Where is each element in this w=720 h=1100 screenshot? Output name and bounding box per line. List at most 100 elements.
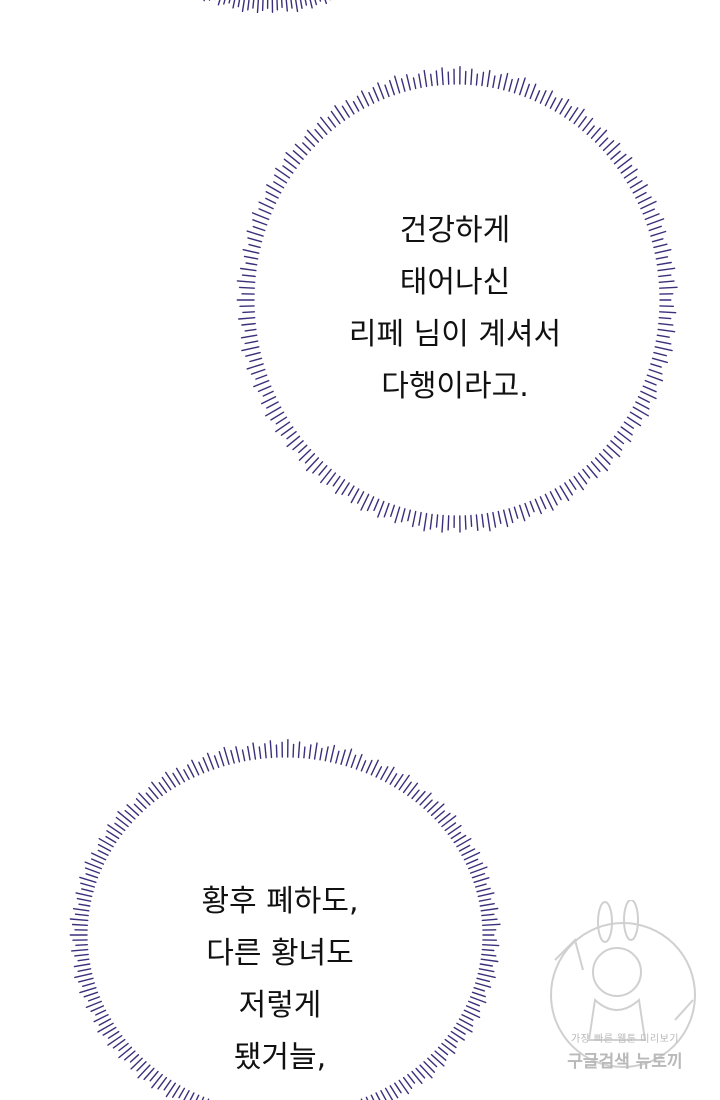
burst-spike	[360, 90, 370, 107]
burst-spike	[423, 1060, 436, 1073]
burst-spike	[198, 761, 205, 774]
burst-spike	[586, 465, 598, 479]
burst-spike	[246, 363, 264, 370]
burst-spike	[269, 740, 273, 759]
burst-spike	[172, 772, 181, 785]
burst-spike	[238, 286, 256, 289]
burst-spike	[519, 504, 526, 522]
burst-spike	[157, 1076, 168, 1090]
burst-spike	[74, 953, 89, 957]
burst-spike	[463, 1009, 481, 1019]
burst-spike	[252, 742, 257, 760]
bubble-1-dialogue: 건강하게 태어나신 리페 님이 계셔서 다행이라고.	[300, 205, 610, 413]
burst-spike	[475, 982, 492, 988]
burst-spike	[102, 1026, 117, 1036]
burst-spike	[577, 472, 588, 485]
burst-spike	[248, 243, 261, 249]
burst-spike	[107, 824, 123, 835]
burst-spike	[656, 334, 670, 338]
burst-spike	[423, 512, 428, 532]
burst-spike	[302, 142, 312, 152]
burst-spike	[497, 73, 502, 90]
burst-spike	[235, 746, 241, 763]
burst-spike	[350, 754, 357, 768]
burst-spike	[539, 90, 547, 104]
burst-spike	[427, 801, 439, 813]
burst-spike	[653, 351, 667, 357]
burst-spike	[105, 835, 117, 844]
burst-spike	[437, 812, 451, 824]
burst-spike	[447, 515, 450, 531]
burst-spike	[554, 97, 563, 112]
burst-spike	[389, 773, 398, 785]
burst-spike	[148, 787, 159, 800]
burst-spike	[477, 892, 495, 898]
burst-spike	[610, 440, 623, 451]
burst-spike	[280, 0, 283, 9]
burst-spike	[458, 844, 471, 852]
burst-spike	[613, 153, 627, 165]
burst-spike	[411, 1070, 423, 1085]
burst-spike	[447, 1034, 458, 1043]
speech-burst-bubble-2	[69, 739, 501, 1100]
burst-spike	[286, 431, 297, 440]
burst-spike	[481, 513, 485, 528]
burst-spike	[80, 882, 96, 888]
burst-spike	[400, 508, 406, 523]
burst-spike	[524, 83, 530, 98]
burst-spike	[419, 792, 432, 806]
burst-spike	[345, 748, 353, 767]
burst-spike	[508, 78, 513, 92]
burst-spike	[252, 219, 268, 226]
burst-spike	[175, 767, 186, 783]
burst-spike	[334, 105, 346, 121]
burst-spike	[247, 0, 250, 11]
burst-spike	[377, 500, 385, 518]
burst-spike	[477, 972, 496, 979]
speech-burst-bubble-1	[236, 65, 678, 533]
burst-spike	[252, 0, 255, 9]
burst-spike	[90, 1005, 105, 1012]
burst-spike	[178, 1087, 186, 1099]
burst-spike	[524, 502, 531, 517]
burst-spike	[602, 139, 615, 152]
burst-spike	[383, 502, 390, 518]
burst-spike	[606, 142, 621, 156]
burst-spike	[402, 781, 412, 794]
bubble-1-line: 건강하게	[399, 213, 511, 248]
burst-spike	[297, 741, 301, 759]
burst-spike	[334, 479, 346, 494]
burst-spike	[319, 0, 322, 2]
burst-spike	[230, 749, 235, 764]
burst-spike	[324, 746, 329, 762]
burst-spike	[266, 401, 279, 409]
burst-spike	[290, 0, 293, 9]
burst-spike	[249, 357, 263, 363]
burst-spike	[478, 898, 492, 902]
burst-spike	[586, 125, 595, 136]
burst-spike	[475, 514, 479, 531]
burst-spike	[118, 1042, 129, 1052]
burst-spike	[453, 1026, 466, 1035]
bubble-2-line: 저렇게	[238, 988, 322, 1023]
burst-spike	[265, 406, 282, 417]
burst-spike	[411, 510, 417, 528]
burst-spike	[223, 0, 226, 5]
burst-spike	[345, 99, 355, 115]
burst-spike	[90, 852, 107, 861]
burst-spike	[389, 79, 395, 96]
watermark-text: 가장 빠른 웹툰 미리보기 구글검색 뉴토끼	[540, 1030, 710, 1072]
burst-spike	[257, 385, 272, 393]
burst-spike	[657, 267, 676, 272]
burst-spike	[429, 513, 433, 530]
burst-spike	[228, 0, 231, 4]
burst-spike	[186, 764, 195, 778]
burst-spike	[568, 107, 579, 121]
burst-spike	[314, 128, 324, 139]
burst-spike	[319, 747, 323, 761]
burst-spike	[368, 91, 375, 104]
burst-spike	[242, 248, 260, 254]
burst-spike	[223, 746, 230, 765]
burst-spike	[646, 374, 664, 382]
